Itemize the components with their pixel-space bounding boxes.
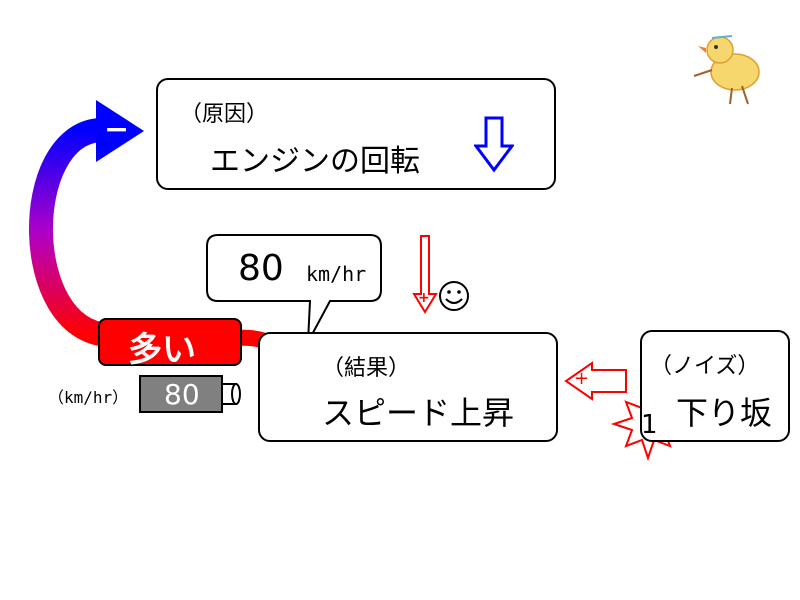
starburst-number: 1 — [641, 410, 658, 440]
noise-arrow-sign: + — [574, 368, 590, 389]
down-outline-arrow-icon — [474, 116, 514, 173]
speech-bubble-shape — [206, 234, 382, 343]
speed-speech-bubble: 80 km/hr — [206, 234, 382, 343]
cause-label: （原因） — [180, 102, 269, 127]
gauge-value: 80 — [164, 378, 200, 411]
noise-text: 下り坂 — [676, 394, 773, 432]
chick-icon — [693, 35, 760, 105]
noise-label: （ノイズ） — [650, 354, 760, 379]
noise-arrow-icon — [564, 361, 627, 401]
effect-label: （結果） — [322, 356, 411, 381]
smiley-icon — [439, 281, 469, 311]
feedback-arrow — [29, 100, 144, 347]
speed-gauge — [139, 375, 241, 413]
speech-value: 80 — [238, 248, 284, 289]
noise-box: （ノイズ） 下り坂 — [640, 330, 790, 442]
gauge-unit-label: （km/hr） — [48, 388, 129, 407]
amount-tag-text: 多い — [128, 330, 196, 370]
speech-unit: km/hr — [306, 262, 367, 286]
cause-text: エンジンの回転 — [210, 144, 420, 179]
amount-tag: 多い — [98, 318, 242, 370]
cause-box: （原因） エンジンの回転 — [156, 78, 556, 190]
feedback-sign: − — [104, 112, 130, 147]
effect-box: （結果） スピード上昇 — [258, 332, 558, 442]
down-red-arrow-icon — [412, 235, 438, 314]
down-arrow-sign: + — [418, 290, 430, 306]
effect-text: スピード上昇 — [322, 394, 515, 432]
